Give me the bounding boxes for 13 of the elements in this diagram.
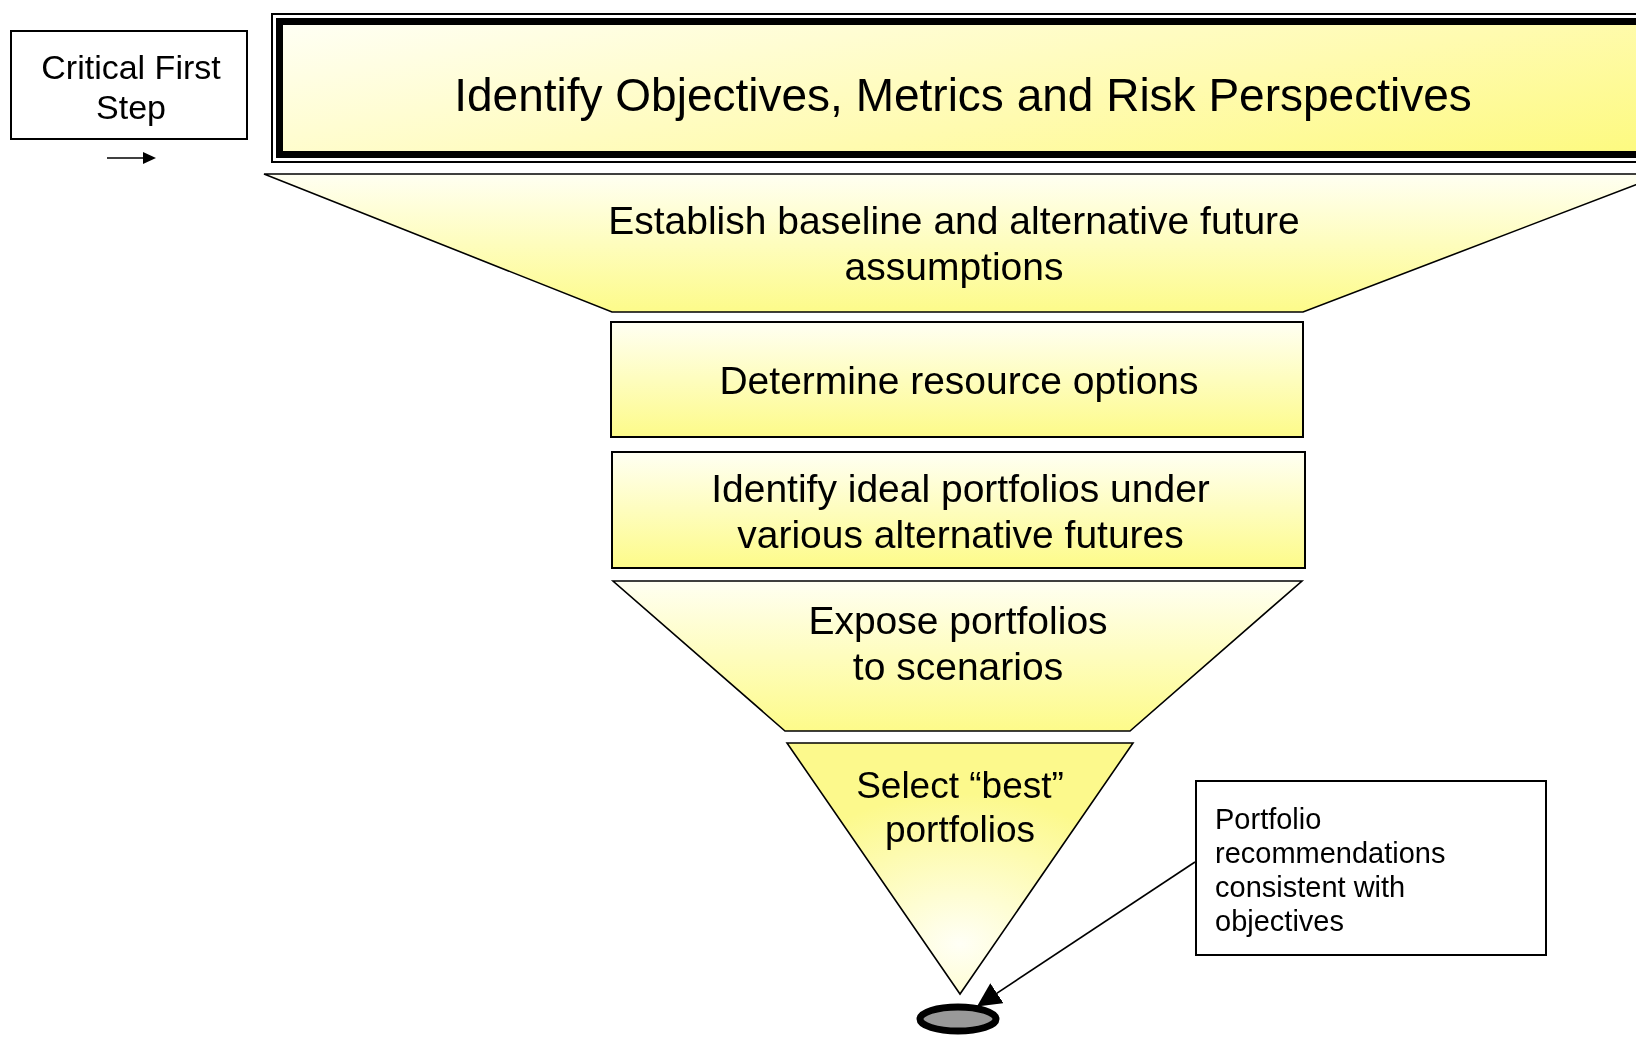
note-box xyxy=(10,30,248,140)
arrow xyxy=(976,861,1196,1007)
step-label: Select “best” portfolios xyxy=(855,764,1065,852)
callout-text: Portfolio recommendations consistent with objectives xyxy=(1215,801,1447,939)
step-label: Identify Objectives, Metrics and Risk Perspectives xyxy=(454,67,1472,123)
box-label: Critical First Step xyxy=(40,46,222,128)
step-label: Determine resource options xyxy=(719,358,1199,405)
step-box xyxy=(611,451,1306,569)
callout-box xyxy=(1195,780,1547,956)
step-box xyxy=(610,321,1304,438)
step-label: Expose portfolios to scenarios xyxy=(807,598,1109,690)
step-label: Identify ideal portfolios under various alternative futures xyxy=(710,466,1211,558)
step-label: Establish baseline and alternative future assumptions xyxy=(607,198,1301,290)
